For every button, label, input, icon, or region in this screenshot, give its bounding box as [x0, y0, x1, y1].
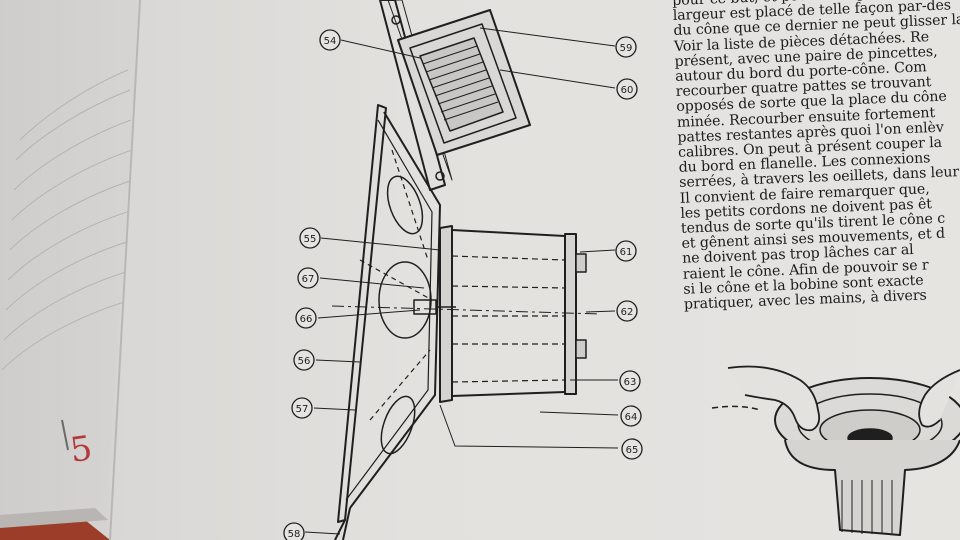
cone-frame [334, 104, 441, 540]
book-page [110, 0, 960, 540]
callout-62 [616, 300, 638, 322]
callout-58 [283, 522, 305, 540]
callout-54 [319, 29, 341, 51]
speaker-diagram: 54 59 60 55 61 67 66 62 56 63 57 64 65 5… [283, 0, 643, 540]
callout-label-55: 55 [304, 234, 317, 245]
callout-label-62: 62 [621, 307, 634, 318]
voice-coil-housing [331, 225, 601, 403]
body-text: pour ce but, et pourvu de pattes de larg… [672, 0, 960, 313]
callout-66 [295, 307, 317, 329]
callout-label-57: 57 [296, 404, 309, 415]
callout-label-54: 54 [324, 36, 337, 47]
callout-60 [616, 78, 638, 100]
callout-label-63: 63 [624, 377, 637, 388]
callout-label-59: 59 [620, 43, 633, 54]
callout-label-65: 65 [626, 445, 639, 456]
magnet-bracket [379, 0, 531, 191]
callout-65 [621, 438, 643, 460]
left-page-stack [0, 0, 140, 540]
callout-56 [293, 349, 315, 371]
callout-64 [620, 405, 642, 427]
callout-59 [615, 36, 637, 58]
callout-label-56: 56 [298, 356, 311, 367]
leader-lines [304, 27, 619, 535]
callout-label-61: 61 [620, 247, 633, 258]
callout-label-67: 67 [302, 274, 315, 285]
callout-61 [615, 240, 637, 262]
callout-55 [299, 227, 321, 249]
callout-67 [297, 267, 319, 289]
callout-57 [291, 397, 313, 419]
callout-label-58: 58 [288, 529, 301, 540]
callout-label-64: 64 [625, 412, 638, 423]
hands-illustration [711, 365, 960, 536]
callout-label-66: 66 [300, 314, 313, 325]
callout-label-60: 60 [621, 85, 634, 96]
callout-63 [619, 370, 641, 392]
callouts [283, 29, 643, 540]
